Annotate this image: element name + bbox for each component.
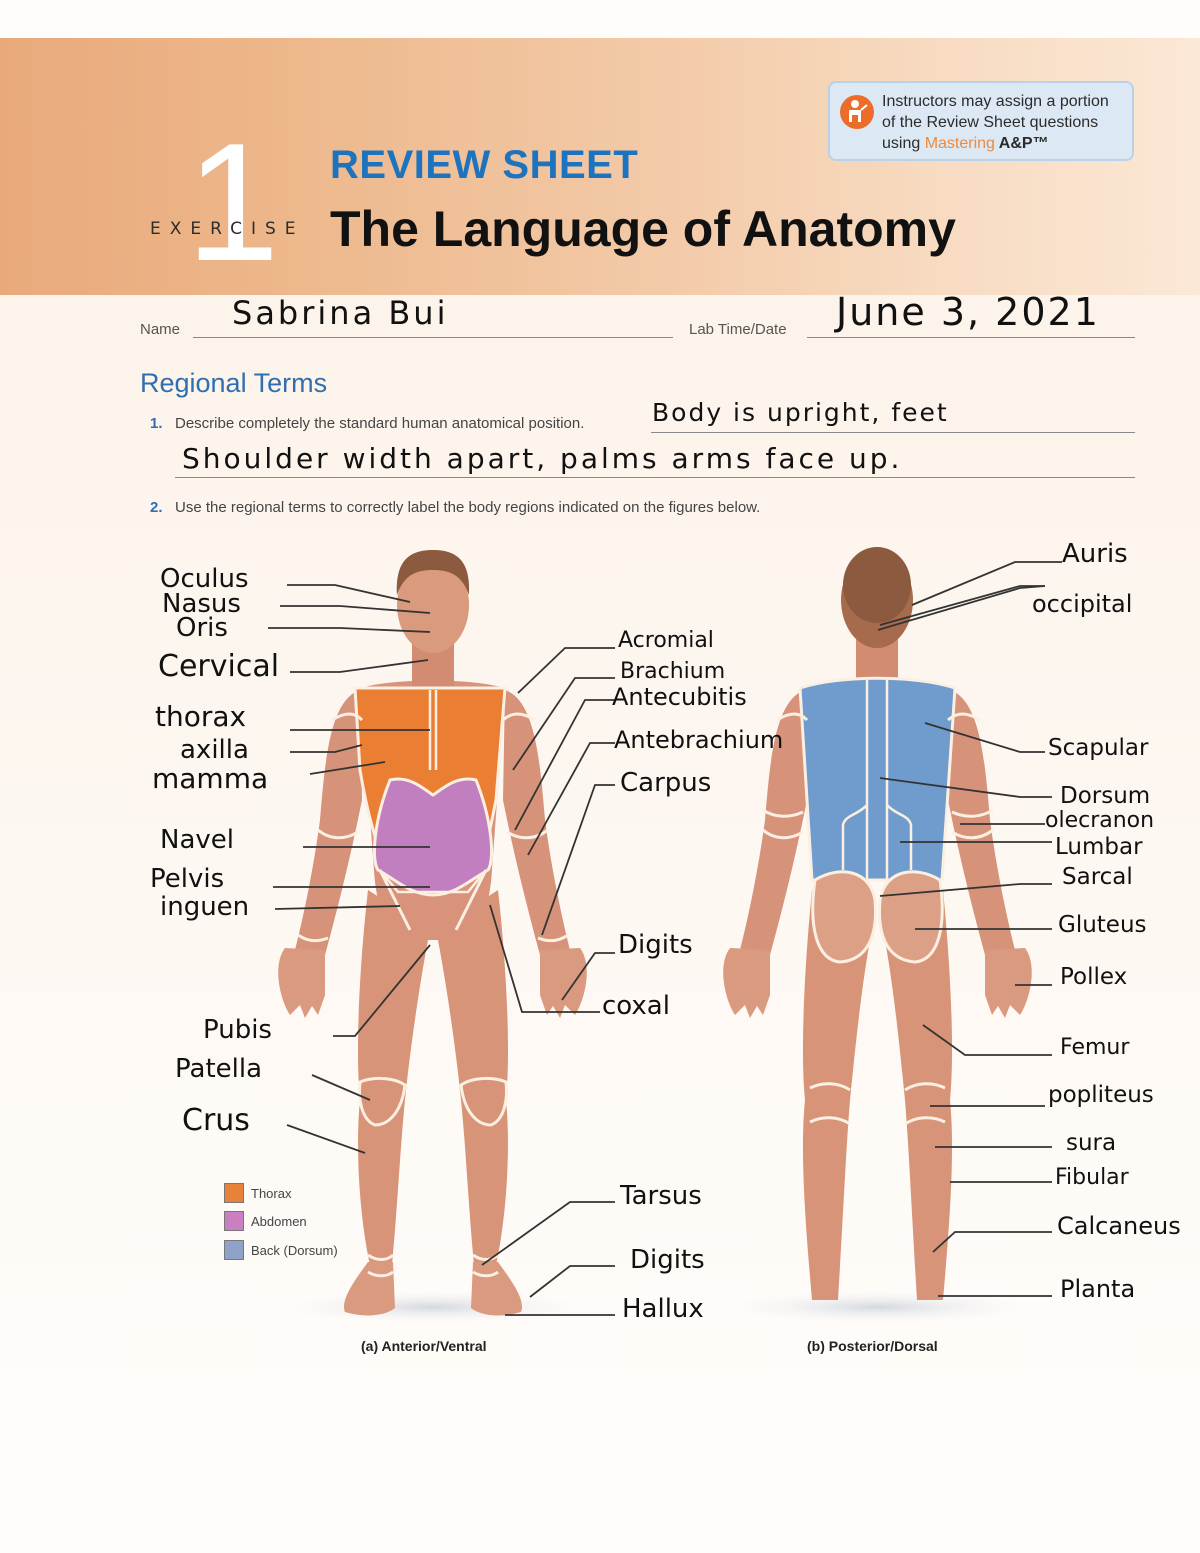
label-olecranon[interactable]: olecranon (1045, 808, 1155, 833)
label-scapular[interactable]: Scapular (1048, 735, 1149, 761)
answer-line-2 (175, 477, 1135, 478)
posterior-figure (723, 547, 1032, 1300)
label-tarsus[interactable]: Tarsus (620, 1181, 702, 1211)
review-sheet-heading: REVIEW SHEET (330, 143, 639, 187)
exercise-number: 1 (186, 108, 280, 296)
label-carpus[interactable]: Carpus (620, 768, 712, 798)
label-sura[interactable]: sura (1066, 1130, 1117, 1156)
question-2-text: Use the regional terms to correctly labe… (175, 499, 761, 516)
label-patella[interactable]: Patella (175, 1054, 263, 1084)
label-antecubitis[interactable]: Antecubitis (612, 683, 747, 711)
label-inguen[interactable]: inguen (160, 892, 250, 922)
answer-1-line-2[interactable]: Shoulder width apart, palms arms face up… (182, 442, 903, 475)
label-digits-foot[interactable]: Digits (630, 1245, 705, 1275)
label-sarcal[interactable]: Sarcal (1062, 864, 1133, 890)
date-label: Lab Time/Date (689, 321, 787, 338)
label-lumbar[interactable]: Lumbar (1055, 834, 1143, 860)
label-thorax[interactable]: thorax (155, 700, 247, 733)
caption-posterior: (b) Posterior/Dorsal (807, 1338, 938, 1354)
instructor-icon (840, 95, 874, 129)
page-title: The Language of Anatomy (330, 201, 956, 257)
legend-swatch-thorax (224, 1183, 244, 1203)
label-calcaneus[interactable]: Calcaneus (1057, 1212, 1181, 1240)
label-planta[interactable]: Planta (1060, 1275, 1136, 1303)
label-pollex[interactable]: Pollex (1060, 964, 1128, 990)
label-navel[interactable]: Navel (160, 825, 234, 855)
label-popliteus[interactable]: popliteus (1048, 1082, 1154, 1108)
label-antebrachium[interactable]: Antebrachium (614, 726, 784, 754)
header-band (0, 38, 1200, 295)
anterior-figure (278, 550, 587, 1316)
label-dorsum[interactable]: Dorsum (1060, 783, 1151, 809)
mastering-brand: Mastering (924, 135, 995, 152)
caption-anterior: (a) Anterior/Ventral (361, 1338, 487, 1354)
leader-lines (268, 561, 1062, 1316)
answer-line-1 (651, 432, 1135, 433)
label-auris[interactable]: Auris (1062, 539, 1128, 569)
exercise-label: EXERCISE (150, 219, 305, 239)
notice-text: Instructors may assign a portion of the … (882, 93, 1109, 152)
name-line (193, 337, 673, 338)
anterior-shadow (263, 1289, 603, 1325)
label-brachium[interactable]: Brachium (620, 659, 726, 684)
label-coxal[interactable]: coxal (602, 991, 670, 1021)
name-label: Name (140, 321, 181, 338)
label-cervical[interactable]: Cervical (158, 649, 280, 684)
date-line (807, 337, 1135, 338)
label-nasus[interactable]: Nasus (162, 589, 241, 619)
label-occipital[interactable]: occipital (1032, 590, 1133, 618)
section-title: Regional Terms (140, 368, 328, 398)
label-pubis[interactable]: Pubis (203, 1015, 272, 1045)
question-2-number: 2. (150, 499, 163, 516)
label-acromial[interactable]: Acromial (618, 628, 714, 653)
legend-swatch-abdomen (224, 1211, 244, 1231)
label-gluteus[interactable]: Gluteus (1058, 912, 1147, 938)
posterior-shadow (708, 1289, 1048, 1325)
label-oculus[interactable]: Oculus (160, 564, 249, 594)
question-1-text: Describe completely the standard human a… (175, 415, 585, 432)
label-axilla[interactable]: axilla (180, 735, 249, 765)
legend-label-back: Back (Dorsum) (251, 1243, 338, 1258)
answer-1-line-1[interactable]: Body is upright, feet (652, 398, 949, 427)
legend-label-abdomen: Abdomen (251, 1214, 307, 1229)
question-1-number: 1. (150, 415, 163, 432)
mastering-notice: Instructors may assign a portion of the … (828, 81, 1134, 161)
name-field[interactable]: Sabrina Bui (232, 294, 449, 332)
legend-swatch-back (224, 1240, 244, 1260)
label-mamma[interactable]: mamma (152, 762, 269, 795)
label-digits-hand[interactable]: Digits (618, 930, 693, 960)
label-crus[interactable]: Crus (182, 1103, 250, 1138)
legend-label-thorax: Thorax (251, 1186, 292, 1201)
label-pelvis[interactable]: Pelvis (150, 864, 225, 894)
label-femur[interactable]: Femur (1060, 1035, 1130, 1060)
date-field[interactable]: June 3, 2021 (836, 290, 1100, 334)
label-fibular[interactable]: Fibular (1055, 1165, 1129, 1190)
label-hallux[interactable]: Hallux (622, 1294, 704, 1324)
label-oris[interactable]: Oris (176, 613, 228, 643)
